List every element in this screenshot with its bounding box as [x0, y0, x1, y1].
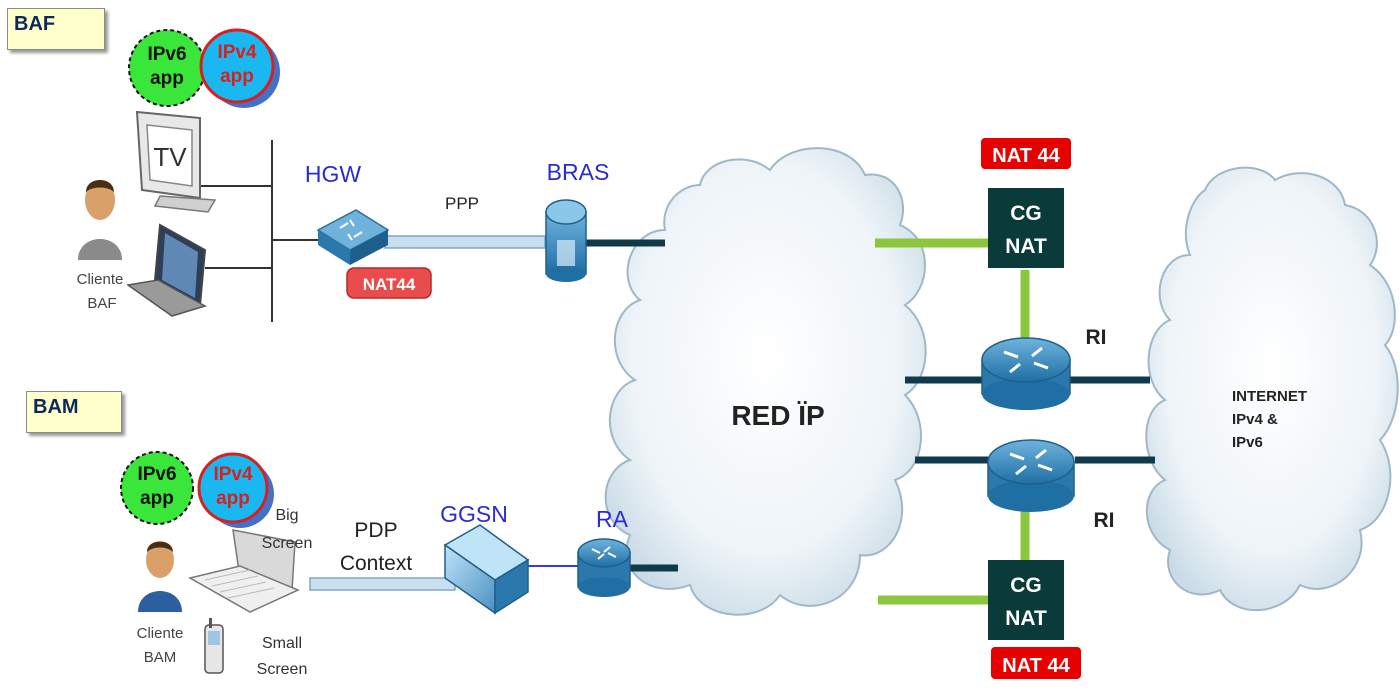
small-screen-label-2: Screen: [257, 661, 308, 678]
ipv4-app-bubble-baf: IPv4 app: [199, 28, 280, 108]
person-icon-baf: Cliente BAF: [77, 180, 124, 312]
tv-label: TV: [153, 142, 187, 172]
cliente-bam-label-2: BAM: [144, 649, 177, 666]
nat44-top-label: NAT 44: [992, 145, 1060, 167]
nat44-badge-hgw: NAT44: [346, 267, 432, 299]
red-ip-cloud: [604, 147, 927, 616]
laptop-icon-bam: [187, 529, 300, 613]
nat44-hgw-label: NAT44: [363, 275, 416, 294]
nat44-bottom-label: NAT 44: [1002, 655, 1070, 677]
internet-cloud: [1145, 166, 1399, 612]
ri-top-label: RI: [1086, 326, 1107, 349]
cgnat-top-label-2: NAT: [1005, 235, 1047, 258]
ggsn-device: GGSN: [440, 501, 530, 615]
ri-bottom-label: RI: [1094, 509, 1115, 532]
bras-device: BRAS: [545, 159, 610, 282]
baf-segment-label: BAF: [7, 8, 105, 50]
ra-router: RA: [577, 506, 631, 597]
ipv4-app-bam-label-1: IPv4: [213, 464, 253, 485]
ipv6-app-bam-label-1: IPv6: [137, 464, 176, 485]
hgw-label: HGW: [305, 161, 362, 187]
ipv4-app-bubble-bam: IPv4 app: [197, 452, 274, 528]
hgw-device: HGW: [305, 161, 390, 265]
baf-bus: [200, 140, 318, 322]
ipv6-app-label-2: app: [150, 68, 184, 89]
cgnat-box-bottom: CG NAT: [988, 560, 1064, 640]
big-screen-label-2: Screen: [262, 535, 313, 552]
cliente-baf-label-1: Cliente: [77, 271, 124, 288]
cgnat-box-top: CG NAT: [988, 188, 1064, 268]
ipv6-app-bubble-bam: IPv6 app: [120, 451, 194, 525]
nat44-badge-bottom: NAT 44: [989, 645, 1083, 681]
access-links: [309, 235, 585, 591]
red-ip-label: RED ÏP: [731, 400, 824, 431]
internet-label-3: IPv6: [1232, 434, 1263, 451]
ipv6-app-label-1: IPv6: [147, 44, 186, 65]
laptop-icon-baf: [126, 223, 207, 317]
internet-label-2: IPv4 &: [1232, 411, 1278, 428]
pdp-label-1: PDP: [354, 519, 397, 542]
nat44-badge-top: NAT 44: [979, 136, 1073, 171]
ipv6-app-bam-label-2: app: [140, 488, 174, 509]
cgnat-top-label-1: CG: [1010, 202, 1042, 225]
ipv4-app-label-2: app: [220, 66, 254, 87]
green-links: [875, 238, 1030, 605]
ri-router-top: RI: [981, 326, 1107, 410]
small-screen-label-1: Small: [262, 635, 302, 652]
internet-label-1: INTERNET: [1232, 388, 1307, 405]
tv-icon: TV: [135, 110, 217, 213]
ppp-label: PPP: [445, 194, 479, 213]
cliente-baf-label-2: BAF: [87, 295, 116, 312]
cliente-bam-label-1: Cliente: [137, 625, 184, 642]
big-screen-label-1: Big: [275, 507, 298, 524]
ipv4-app-label-1: IPv4: [217, 42, 257, 63]
ipv6-app-bubble-baf: IPv6 app: [128, 29, 206, 107]
ggsn-label: GGSN: [440, 501, 508, 527]
bam-segment-label: BAM: [26, 391, 122, 433]
bras-label: BRAS: [547, 159, 610, 185]
dark-links: [585, 239, 1155, 572]
ipv4-app-bam-label-2: app: [216, 488, 250, 509]
cgnat-bottom-label-1: CG: [1010, 574, 1042, 597]
ri-router-bottom: RI: [987, 439, 1115, 532]
internet-label: INTERNET IPv4 & IPv6: [1232, 388, 1307, 451]
person-icon-bam: Cliente BAM: [137, 541, 184, 666]
pdp-label-2: Context: [340, 552, 413, 575]
ra-label: RA: [596, 506, 629, 532]
cgnat-bottom-label-2: NAT: [1005, 607, 1047, 630]
phone-icon: [204, 618, 224, 674]
